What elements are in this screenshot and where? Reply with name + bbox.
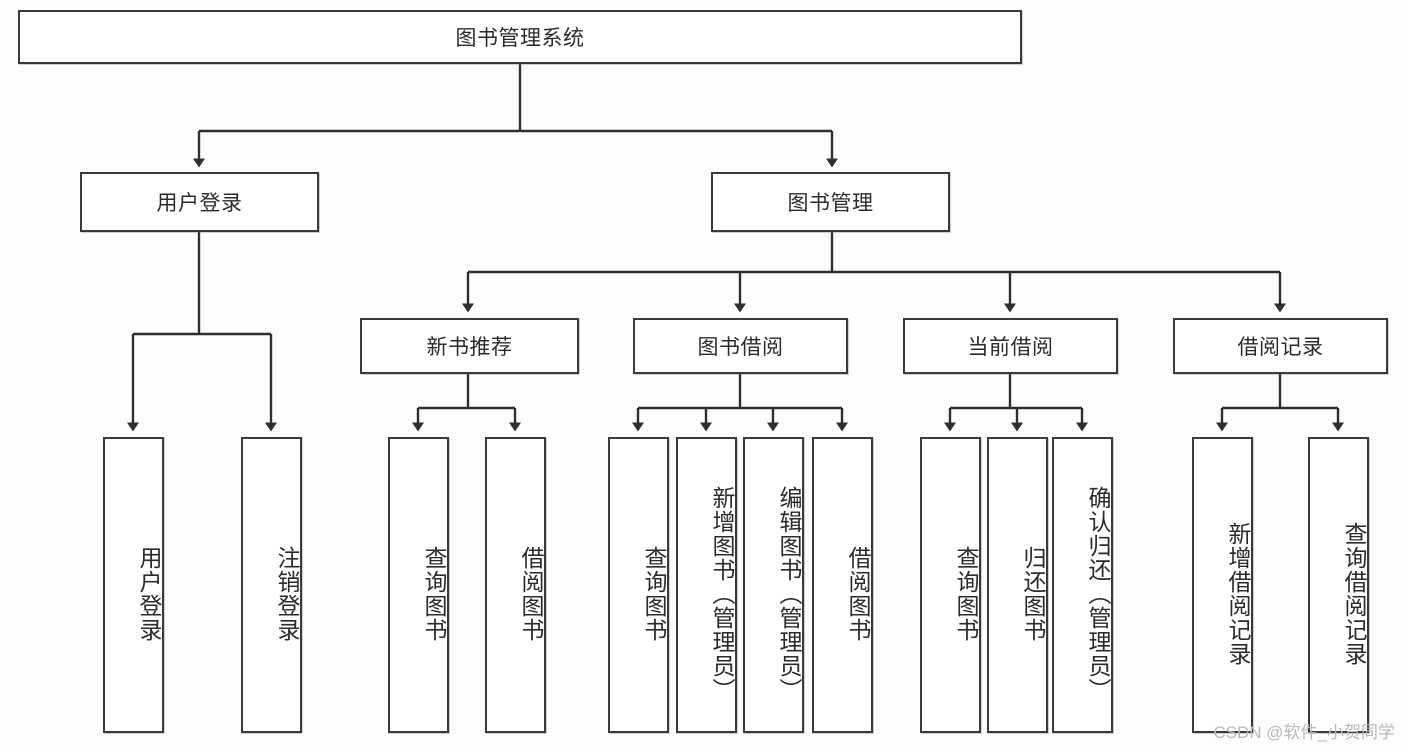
node-book-borrow[interactable]: 图书借阅 bbox=[633, 318, 848, 374]
leaf-query-book-recommend[interactable]: 查询图书 bbox=[388, 437, 449, 733]
node-new-book-recommend-label: 新书推荐 bbox=[426, 336, 513, 359]
leaf-label: 借阅图书 bbox=[845, 546, 871, 642]
leaf-label: 注销登录 bbox=[274, 546, 300, 642]
node-user-login[interactable]: 用户登录 bbox=[80, 172, 319, 232]
leaf-label: 编辑图书（管理员） bbox=[776, 486, 802, 702]
leaf-borrow-book-recommend[interactable]: 借阅图书 bbox=[485, 437, 546, 733]
node-new-book-recommend[interactable]: 新书推荐 bbox=[360, 318, 579, 374]
node-book-management[interactable]: 图书管理 bbox=[711, 172, 950, 232]
leaf-query-borrow-record[interactable]: 查询借阅记录 bbox=[1308, 437, 1369, 733]
node-book-management-label: 图书管理 bbox=[787, 192, 874, 215]
leaf-return-book[interactable]: 归还图书 bbox=[987, 437, 1048, 733]
leaf-borrow-book[interactable]: 借阅图书 bbox=[812, 437, 873, 733]
leaf-user-login[interactable]: 用户登录 bbox=[103, 437, 164, 733]
leaf-label: 借阅图书 bbox=[518, 546, 544, 642]
node-user-login-label: 用户登录 bbox=[156, 192, 243, 215]
node-current-borrow-label: 当前借阅 bbox=[967, 336, 1054, 359]
leaf-label: 新增借阅记录 bbox=[1225, 522, 1251, 666]
leaf-query-book-current[interactable]: 查询图书 bbox=[920, 437, 981, 733]
leaf-label: 查询图书 bbox=[953, 546, 979, 642]
leaf-label: 归还图书 bbox=[1020, 546, 1046, 642]
leaf-label: 用户登录 bbox=[136, 546, 162, 642]
leaf-label: 确认归还（管理员） bbox=[1085, 486, 1111, 702]
node-root[interactable]: 图书管理系统 bbox=[18, 10, 1022, 64]
leaf-label: 查询图书 bbox=[421, 546, 447, 642]
leaf-label: 查询借阅记录 bbox=[1341, 522, 1367, 666]
node-root-label: 图书管理系统 bbox=[455, 27, 585, 50]
leaf-query-book-borrow[interactable]: 查询图书 bbox=[608, 437, 669, 733]
node-borrow-record-label: 借阅记录 bbox=[1237, 336, 1324, 359]
leaf-label: 新增图书（管理员） bbox=[709, 486, 735, 702]
leaf-edit-book-admin[interactable]: 编辑图书（管理员） bbox=[743, 437, 804, 733]
node-borrow-record[interactable]: 借阅记录 bbox=[1173, 318, 1388, 374]
leaf-add-book-admin[interactable]: 新增图书（管理员） bbox=[676, 437, 737, 733]
leaf-logout[interactable]: 注销登录 bbox=[241, 437, 302, 733]
node-current-borrow[interactable]: 当前借阅 bbox=[903, 318, 1118, 374]
leaf-add-borrow-record[interactable]: 新增借阅记录 bbox=[1192, 437, 1253, 733]
leaf-confirm-return-admin[interactable]: 确认归还（管理员） bbox=[1052, 437, 1113, 733]
leaf-label: 查询图书 bbox=[641, 546, 667, 642]
node-book-borrow-label: 图书借阅 bbox=[697, 336, 784, 359]
